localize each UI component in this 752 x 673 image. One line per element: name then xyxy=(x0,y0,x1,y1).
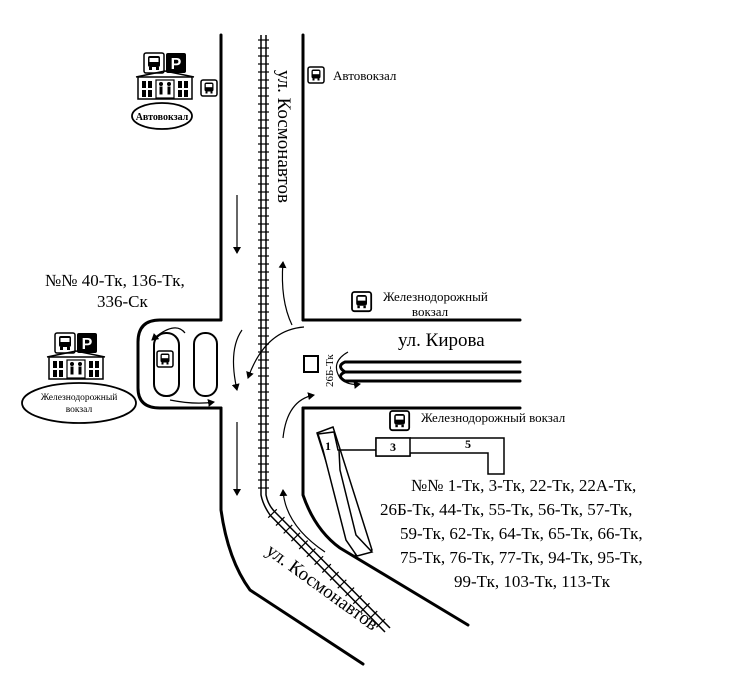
arrow-north-turn xyxy=(278,261,293,326)
zhd-terminal-label-2: вокзал xyxy=(66,405,93,415)
parking-island-2 xyxy=(193,332,218,397)
avtovokzal-label-oval xyxy=(131,102,193,130)
arrow-loop-down xyxy=(231,329,243,391)
routes-right-4: 75-Тк, 76-Тк, 77-Тк, 94-Тк, 95-Тк, xyxy=(400,548,643,567)
kirova-island xyxy=(303,355,319,373)
tramway-tie xyxy=(329,571,340,581)
arrow-north-lower xyxy=(279,489,326,553)
tramway-tie xyxy=(375,618,386,628)
platform-complex xyxy=(317,431,505,557)
zhd-label-oval xyxy=(21,382,137,424)
tramway-tie xyxy=(306,547,316,558)
tramway-tie xyxy=(321,563,332,573)
tramway-tie xyxy=(360,602,370,613)
platform-number-3: 3 xyxy=(390,440,396,454)
tramway-tie xyxy=(283,524,293,534)
bus-icon xyxy=(351,291,373,313)
routes-right-3: 59-Тк, 62-Тк, 64-Тк, 65-Тк, 66-Тк, xyxy=(400,524,643,543)
tramway-line-2 xyxy=(265,35,391,629)
arrow-loop-west xyxy=(151,327,186,341)
bus-icon xyxy=(389,410,411,432)
tramway-tie xyxy=(352,594,363,605)
arrow-kirova-in xyxy=(282,392,315,439)
arrow-loop-exit xyxy=(169,398,215,407)
kirova-median-top xyxy=(339,360,522,374)
street-kirova: ул. Кирова xyxy=(398,330,485,351)
road-edge-west-lower xyxy=(219,406,365,666)
routes-right-5: 99-Тк, 103-Тк, 113-Тк xyxy=(454,572,611,591)
stop-zhd-top-1: Железнодорожный xyxy=(383,289,488,304)
street-kosmonavtov-top: ул. Космонавтов xyxy=(273,70,294,203)
zhd-terminal-label-1: Железнодорожный xyxy=(41,392,118,403)
arrow-u-turn-26b xyxy=(335,351,361,389)
stop-avtovokzal: Автовокзал xyxy=(333,68,397,83)
routes-right-1: №№ 1-Тк, 3-Тк, 22-Тк, 22А-Тк, xyxy=(411,476,636,495)
tramway-tie xyxy=(337,579,347,589)
arrow-loop-enter xyxy=(246,326,305,379)
tramway-tie xyxy=(275,516,285,526)
tramway-tie xyxy=(267,508,278,519)
tramway-ties xyxy=(258,39,386,628)
stop-zhd-right: Железнодорожный вокзал xyxy=(421,410,566,425)
tramway-tie xyxy=(314,555,324,566)
kirova-median-bottom xyxy=(339,370,522,383)
routes-left-1: №№ 40-Тк, 136-Тк, xyxy=(45,271,185,290)
platform-number-1: 1 xyxy=(325,439,331,453)
building-icon xyxy=(46,332,106,380)
bus-icon xyxy=(156,350,174,368)
tramway-line-1 xyxy=(260,35,386,633)
turn-route-label: 26Б-Тк xyxy=(324,354,336,387)
tramway-tie xyxy=(298,540,309,550)
routes-right-2: 26Б-Тк, 44-Тк, 55-Тк, 56-Тк, 57-Тк, xyxy=(380,500,632,519)
bus-icon xyxy=(200,79,218,97)
bus-loop-outline xyxy=(136,318,223,410)
tramway-tie xyxy=(368,610,378,620)
avtovokzal-terminal-label: Автовокзал xyxy=(136,112,189,123)
stop-zhd-top-2: вокзал xyxy=(412,304,449,319)
routes-left-2: 336-Ск xyxy=(97,292,149,311)
road-edge-east-lower xyxy=(301,406,470,627)
building-icon xyxy=(135,52,195,100)
bus-icon xyxy=(307,66,325,84)
tramway-tie xyxy=(345,587,355,597)
tramway-tie xyxy=(290,532,301,542)
platform-number-5: 5 xyxy=(465,437,471,451)
